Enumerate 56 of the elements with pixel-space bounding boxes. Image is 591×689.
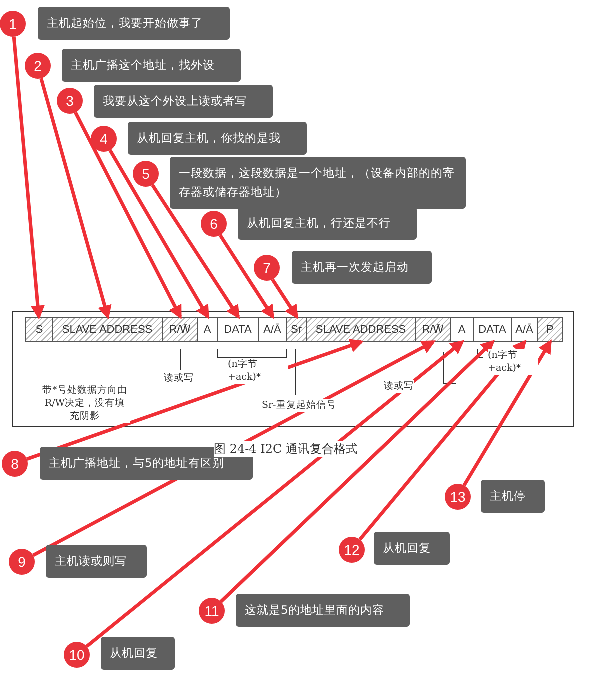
field-cell: DATA bbox=[217, 317, 259, 342]
arrow bbox=[40, 78, 112, 320]
figure-caption: 图 24-4 I2C 通讯复合格式 bbox=[214, 441, 358, 457]
callout-number: 3 bbox=[57, 88, 83, 114]
annotation-text: 读或写 bbox=[164, 372, 194, 385]
callout-number: 1 bbox=[0, 11, 26, 37]
field-cell: A/Ā bbox=[258, 317, 287, 342]
annotation-text: (n字节 +ack)* bbox=[488, 349, 538, 375]
callout-text: 主机停 bbox=[481, 480, 545, 513]
field-cell: R/W̄ bbox=[415, 317, 451, 342]
callout-text: 从机回复主机，行还是不行 bbox=[238, 207, 417, 240]
callout-number: 11 bbox=[199, 598, 225, 624]
callout-text: 从机回复主机，你找的是我 bbox=[128, 122, 307, 155]
arrow bbox=[86, 340, 465, 648]
field-cell: DATA bbox=[473, 317, 512, 342]
field-cell: R/W̄ bbox=[162, 317, 198, 342]
annotation-text: (n字节 +ack)* bbox=[228, 358, 288, 384]
callout-text: 我要从这个外设上读或者写 bbox=[94, 85, 273, 118]
field-cell: Sr bbox=[286, 317, 307, 342]
callout-number: 10 bbox=[64, 642, 90, 668]
annotation-text: Sr-重复起始信号 bbox=[262, 399, 336, 412]
field-cell: A/Ā bbox=[511, 317, 538, 342]
field-cell: A bbox=[197, 317, 218, 342]
note-text: 带*号处数据方向由R/W决定，没有填充阴影 bbox=[40, 384, 130, 423]
arrow bbox=[271, 278, 299, 320]
callout-text: 主机再一次发起启动 bbox=[292, 251, 432, 284]
annotation-text: 读或写 bbox=[384, 380, 414, 393]
callout-number: 5 bbox=[133, 161, 159, 187]
arrow bbox=[218, 234, 275, 320]
arrow bbox=[358, 340, 527, 541]
arrow bbox=[462, 340, 552, 487]
callout-number: 7 bbox=[254, 255, 280, 281]
arrow bbox=[74, 112, 182, 320]
callout-number: 2 bbox=[25, 53, 51, 79]
arrow bbox=[12, 36, 45, 320]
callout-text: 主机起始位，我要开始做事了 bbox=[38, 7, 230, 40]
callout-text: 从机回复 bbox=[374, 532, 450, 565]
callout-text: 一段数据，这段数据是一个地址，（设备内部的的寄存器或储存器地址） bbox=[170, 157, 466, 209]
callout-number: 8 bbox=[2, 451, 28, 477]
callout-number: 6 bbox=[201, 211, 227, 237]
field-cell: A bbox=[450, 317, 474, 342]
callout-number: 12 bbox=[339, 537, 365, 563]
callout-text: 从机回复 bbox=[101, 637, 175, 670]
callout-text: 这就是5的地址里面的内容 bbox=[236, 594, 410, 627]
callout-number: 13 bbox=[445, 484, 471, 510]
arrow bbox=[108, 150, 210, 320]
callout-number: 4 bbox=[91, 126, 117, 152]
field-cell: SLAVE ADDRESS bbox=[52, 317, 163, 342]
arrow bbox=[151, 184, 240, 320]
field-cell: P bbox=[537, 317, 563, 342]
callout-text: 主机广播这个地址，找外设 bbox=[62, 49, 241, 82]
callout-number: 9 bbox=[9, 549, 35, 575]
arrow bbox=[220, 340, 496, 604]
field-cell: S bbox=[25, 317, 54, 342]
callout-text: 主机读或则写 bbox=[46, 545, 147, 578]
field-cell: SLAVE ADDRESS bbox=[306, 317, 416, 342]
